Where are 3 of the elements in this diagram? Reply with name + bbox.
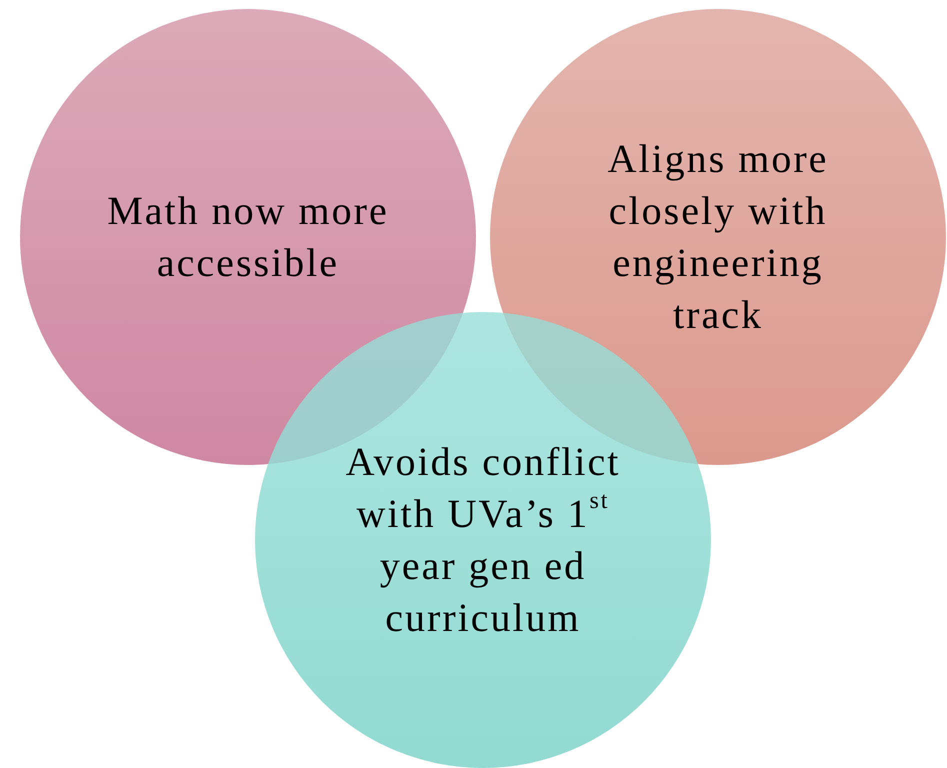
circle-label: Avoids conflict with UVa’s 1$^{st}$ year gen ed curriculum [344, 438, 622, 642]
circle-label: Math now more accessible [106, 187, 390, 287]
circle-label: Aligns more closely with engineering track [606, 135, 830, 339]
